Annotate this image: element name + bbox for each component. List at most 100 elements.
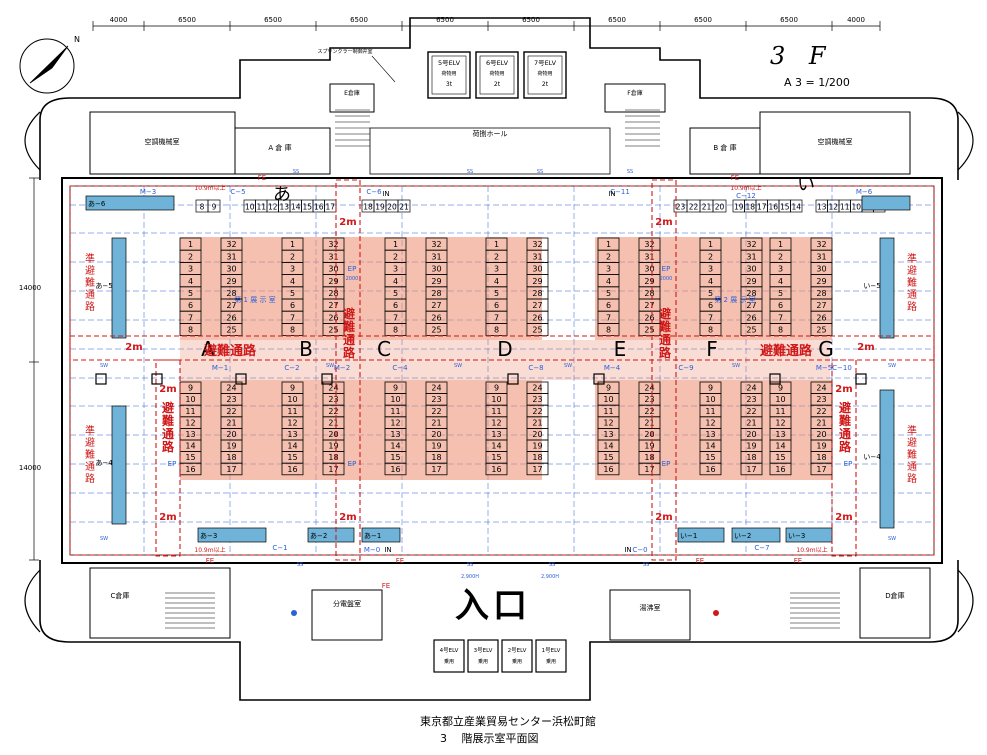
booth-number: 13 [491, 430, 501, 439]
scale-label: A 3 = 1/200 [784, 76, 850, 89]
booth-number: 26 [532, 313, 542, 322]
wall-booth-number: 23 [676, 203, 686, 212]
booth-number: 14 [775, 442, 785, 451]
booth-number: 16 [287, 465, 297, 474]
switch-label: SW [564, 363, 572, 369]
structural-post [593, 373, 605, 385]
booth-number: 21 [431, 418, 441, 427]
booth-number: 8 [290, 326, 295, 335]
booth-number: 28 [431, 289, 441, 298]
semi-evac-label: 準 [907, 424, 917, 437]
booth-number: 31 [816, 252, 826, 261]
column-tag: C−5 [230, 188, 245, 196]
semi-evac-label: 路 [85, 472, 95, 485]
switch-label: SW [454, 363, 462, 369]
evac-aisle-vertical-label: 避 [162, 400, 174, 415]
booth-zone-upper-right [595, 237, 832, 340]
booth-number: 15 [287, 453, 297, 462]
booth-number: 7 [778, 313, 783, 322]
booth-number: 30 [226, 265, 236, 274]
evacuation-aisle-vertical [335, 179, 361, 561]
booth-number: 25 [328, 326, 338, 335]
b-store-label: B 倉 庫 [713, 143, 736, 152]
booth-number: 14 [705, 442, 715, 451]
passenger-elevator [501, 639, 533, 673]
booth-number: 25 [816, 326, 826, 335]
wall-booth-number: 12 [268, 203, 278, 212]
booth-number: 12 [705, 418, 715, 427]
booth-number: 24 [431, 384, 441, 393]
ep-number: 2000 [346, 276, 359, 282]
structural-post [95, 373, 107, 385]
in-label: IN [384, 546, 391, 554]
ss-number: 2,900H [461, 574, 479, 580]
semi-evac-label: 通 [85, 289, 95, 301]
booth-number: 28 [328, 289, 338, 298]
booth-number: 31 [644, 252, 654, 261]
booth-number: 19 [328, 442, 338, 451]
ep-label: EP [662, 265, 671, 273]
f-store [604, 83, 666, 113]
ss-label: SS [467, 562, 473, 568]
exhibition-boundary [69, 185, 935, 556]
booth-number: 18 [746, 453, 756, 462]
restroom-icon-female [713, 610, 719, 616]
dimension-label: 6500 [178, 16, 196, 24]
booth-number: 31 [226, 252, 236, 261]
booth-number: 3 [188, 265, 193, 274]
booth-number: 24 [328, 384, 338, 393]
wall-booth-i1-label: い−1 [680, 532, 697, 540]
booth-number: 6 [778, 301, 783, 310]
booth-number: 26 [328, 313, 338, 322]
passenger-elevator-use: 乗用 [512, 658, 522, 665]
booth-number: 16 [775, 465, 785, 474]
block-letter: B [299, 337, 313, 361]
booth-number: 16 [491, 465, 501, 474]
booth-number: 13 [603, 430, 613, 439]
booth-number: 4 [188, 277, 193, 286]
booth-number: 17 [431, 465, 441, 474]
booth-number: 12 [775, 418, 785, 427]
ss-label: SS [467, 169, 473, 175]
booth-number: 13 [775, 430, 785, 439]
booth-number: 15 [705, 453, 715, 462]
wall-booth-number: 18 [363, 203, 373, 212]
booth-number: 1 [708, 240, 713, 249]
fire-extinguisher-label: FE [206, 557, 214, 565]
semi-evac-label: 難 [85, 448, 95, 461]
structural-post [769, 373, 781, 385]
evac-aisle-vertical-label: 難 [343, 319, 355, 334]
wall-booth-number: 14 [291, 203, 301, 212]
booth [699, 462, 722, 476]
height-note: 10.9m以上 [796, 546, 827, 554]
booth-number: 28 [746, 289, 756, 298]
freight-elevator-use: 荷物用 [537, 70, 552, 77]
fire-extinguisher-label: FE [696, 557, 704, 565]
booth-number: 5 [494, 289, 499, 298]
freight-elevator-capacity: 3t [446, 81, 453, 88]
structural-post [855, 373, 867, 385]
booth-number: 10 [287, 395, 297, 404]
wall-booth-a3-label: あ−3 [200, 532, 217, 540]
booth-number: 24 [226, 384, 236, 393]
electrical-room [311, 589, 383, 641]
hall-outer-wall [61, 177, 943, 564]
column-tag: M−6 [856, 188, 873, 196]
freight-elevator-use: 荷物用 [489, 70, 504, 77]
booth-number: 30 [816, 265, 826, 274]
booth-number: 4 [606, 277, 611, 286]
wall-booth-number: 20 [715, 203, 725, 212]
north-arrow-circle [19, 38, 75, 94]
booth-number: 18 [816, 453, 826, 462]
building-outline-bottom [39, 560, 959, 701]
dimension-label: 4000 [110, 16, 128, 24]
booth-number: 9 [778, 384, 783, 393]
booth [322, 322, 345, 336]
booth-number: 29 [532, 277, 542, 286]
booth-number: 26 [644, 313, 654, 322]
wall-booth-number: 21 [399, 203, 409, 212]
booth-number: 5 [606, 289, 611, 298]
booth-number: 10 [390, 395, 400, 404]
dimension-label: 4000 [847, 16, 865, 24]
